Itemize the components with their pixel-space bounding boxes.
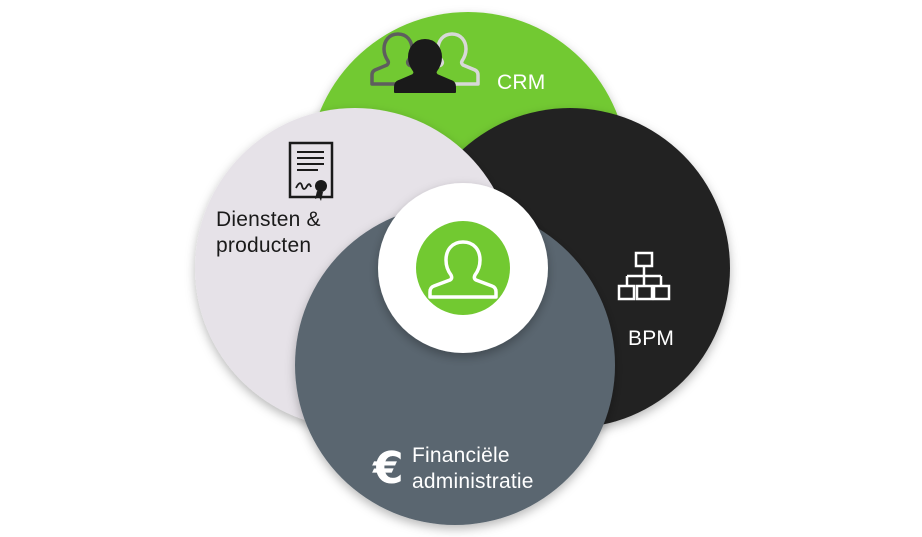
- users-group-icon: [370, 32, 480, 93]
- financial-label: Financiële administratie: [412, 443, 534, 495]
- org-chart-icon: [617, 251, 671, 301]
- center-disc: [416, 221, 510, 315]
- user-icon: [428, 240, 498, 299]
- services-label-line-2: producten: [216, 234, 312, 257]
- certificate-document-icon: [288, 141, 334, 201]
- services-label-line-1: Diensten &: [216, 208, 321, 231]
- crm-label-text: CRM: [497, 71, 546, 94]
- crm-label: CRM: [497, 70, 545, 96]
- services-label: Diensten & producten: [216, 207, 321, 259]
- financial-label-line-1: Financiële: [412, 444, 510, 467]
- bpm-label-text: BPM: [628, 327, 675, 350]
- euro-icon: €: [372, 443, 404, 494]
- financial-label-line-2: administratie: [412, 470, 534, 493]
- bpm-label: BPM: [628, 326, 674, 352]
